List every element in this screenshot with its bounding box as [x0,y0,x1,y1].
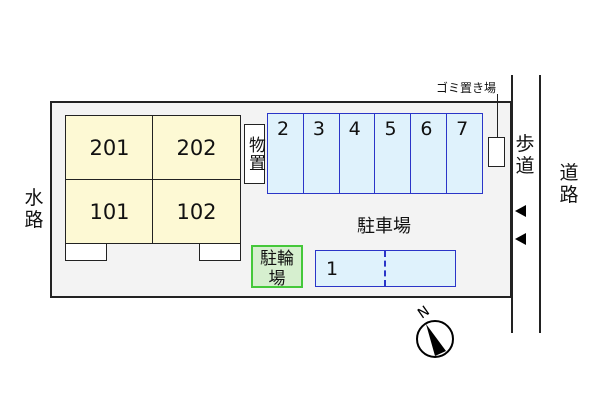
entrance-arrow-icon [515,233,526,245]
waterway-label: 水路 [24,187,44,231]
unit-102[interactable]: 102 [152,179,241,244]
unit-201[interactable]: 201 [65,115,154,181]
parking-label: 駐車場 [357,216,411,237]
parking-space-1-divider [384,251,386,286]
parking-space-6[interactable]: 6 [410,113,447,194]
svg-text:N: N [415,303,433,322]
bicycle-parking[interactable]: 駐輪場 [251,245,303,289]
compass-north-icon: N [410,302,460,362]
entrance-arrow-icon [515,205,526,217]
unit-101[interactable]: 101 [65,179,154,244]
parking-space-7[interactable]: 7 [446,113,483,194]
parking-space-4[interactable]: 4 [338,113,375,194]
storage-shed: 物置 [244,124,265,184]
parking-space-5[interactable]: 5 [374,113,411,194]
sidewalk-edge-right [539,75,541,333]
garbage-leader-line [497,94,498,138]
sidewalk-edge-left [511,75,513,333]
unit-202[interactable]: 202 [152,115,241,181]
entrance-right [199,243,241,261]
sidewalk-label: 歩道 [515,133,535,177]
parking-space-2[interactable]: 2 [267,113,303,194]
road-label: 道路 [559,162,579,206]
parking-space-3[interactable]: 3 [302,113,339,194]
parking-row: 2 3 4 5 6 7 [267,113,483,194]
entrance-left [65,243,107,261]
garbage-area [488,137,505,167]
garbage-label: ゴミ置き場 [436,81,497,95]
